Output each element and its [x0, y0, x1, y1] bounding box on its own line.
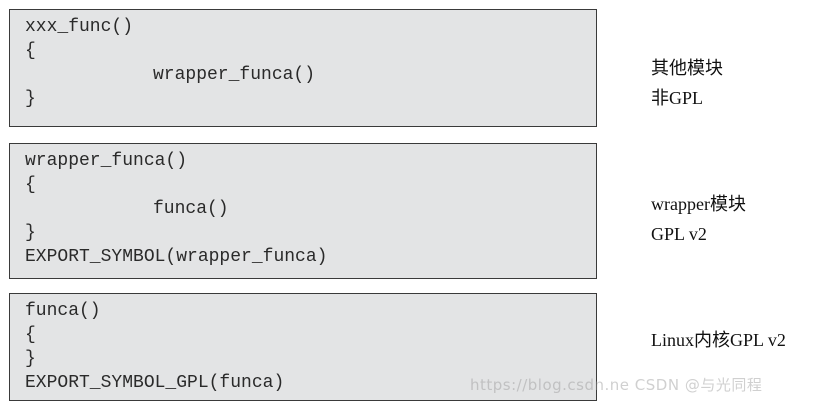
- label-line: Linux内核GPL v2: [651, 330, 786, 350]
- code-line: wrapper_funca(): [153, 65, 316, 85]
- watermark: https://blog.csdn.ne CSDN @与光同程: [470, 376, 763, 394]
- code-line: }: [25, 89, 36, 109]
- code-line: }: [25, 349, 36, 369]
- code-line: wrapper_funca(): [25, 151, 188, 171]
- code-line: EXPORT_SYMBOL_GPL(funca): [25, 373, 285, 393]
- code-line: {: [25, 175, 36, 195]
- code-block-linux-kernel: funca() { } EXPORT_SYMBOL_GPL(funca): [9, 293, 597, 401]
- code-line: xxx_func(): [25, 17, 134, 37]
- label-wrapper-module: wrapper模块 GPL v2: [651, 189, 746, 249]
- label-linux-kernel: Linux内核GPL v2: [651, 325, 786, 355]
- code-block-other-module: xxx_func() { wrapper_funca() }: [9, 9, 597, 127]
- code-block-wrapper-module: wrapper_funca() { funca() } EXPORT_SYMBO…: [9, 143, 597, 279]
- code-line: }: [25, 223, 36, 243]
- code-line: EXPORT_SYMBOL(wrapper_funca): [25, 247, 328, 267]
- label-other-module: 其他模块 非GPL: [651, 53, 723, 113]
- label-line: wrapper模块: [651, 194, 746, 214]
- code-line: {: [25, 41, 36, 61]
- label-line: 非GPL: [651, 88, 704, 108]
- label-line: GPL v2: [651, 224, 707, 244]
- code-line: funca(): [25, 301, 101, 321]
- code-line: {: [25, 325, 36, 345]
- code-line: funca(): [153, 199, 229, 219]
- label-line: 其他模块: [651, 58, 723, 78]
